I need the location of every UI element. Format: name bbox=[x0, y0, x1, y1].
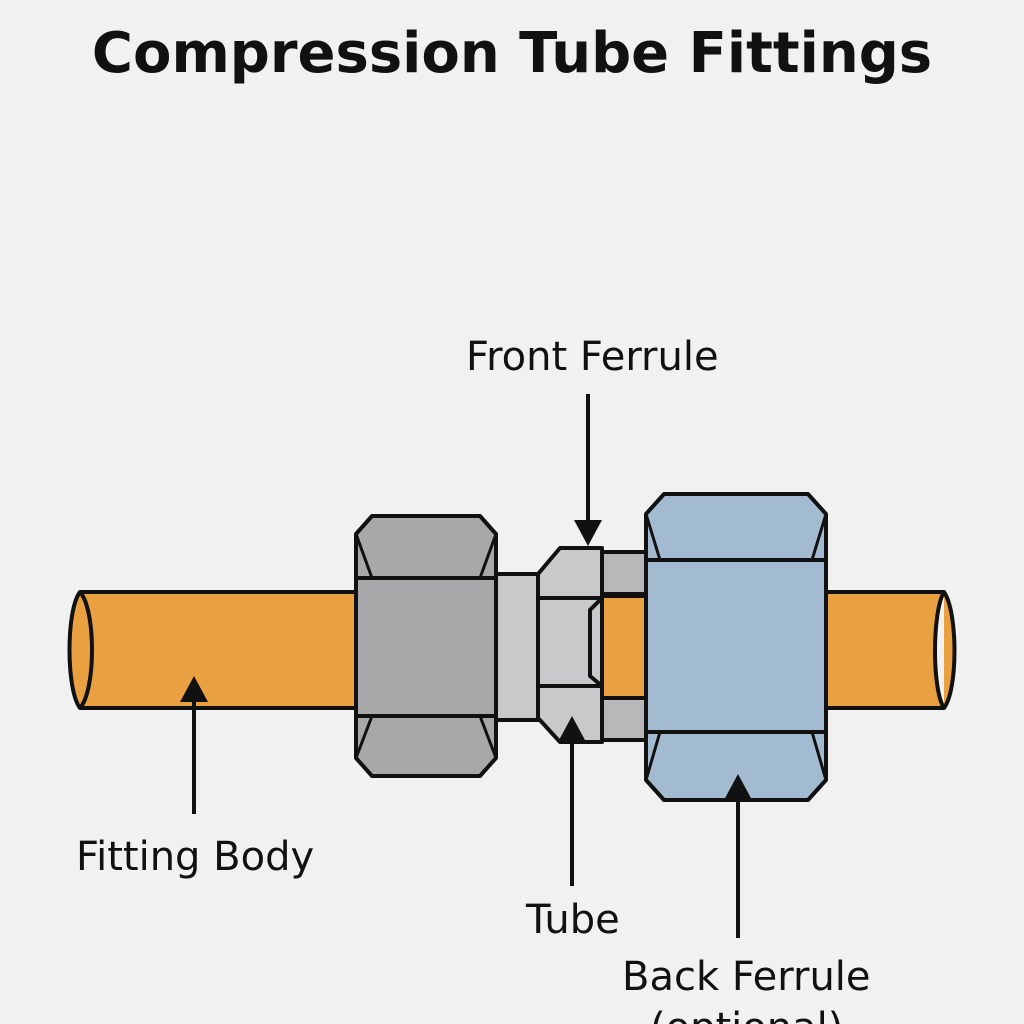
label-back-ferrule-note: (optional) bbox=[650, 1004, 843, 1024]
fitting-body-nut bbox=[354, 514, 498, 778]
tube-right-segment bbox=[818, 590, 946, 710]
label-tube: Tube bbox=[526, 897, 620, 943]
label-front-ferrule: Front Ferrule bbox=[466, 334, 719, 380]
tube-right-end-curve bbox=[942, 590, 957, 710]
front-ferrule-pointer bbox=[574, 394, 602, 546]
tube bbox=[67, 590, 957, 710]
diagram-title: Compression Tube Fittings bbox=[91, 21, 933, 86]
back-ferrule-pointer bbox=[724, 774, 752, 938]
label-back-ferrule: Back Ferrule bbox=[622, 954, 871, 1000]
fitting-body-pointer bbox=[180, 676, 208, 814]
fitting-body-collar bbox=[492, 572, 542, 722]
tube-pointer bbox=[558, 716, 586, 886]
front-ferrule bbox=[536, 546, 650, 744]
tube-left-end-curve bbox=[78, 590, 94, 710]
label-fitting-body: Fitting Body bbox=[76, 834, 315, 880]
tube-left-segment bbox=[67, 590, 362, 710]
tube-middle-segment bbox=[598, 594, 652, 700]
front-ferrule-outer bbox=[536, 546, 604, 744]
back-ferrule-nut bbox=[644, 492, 828, 802]
